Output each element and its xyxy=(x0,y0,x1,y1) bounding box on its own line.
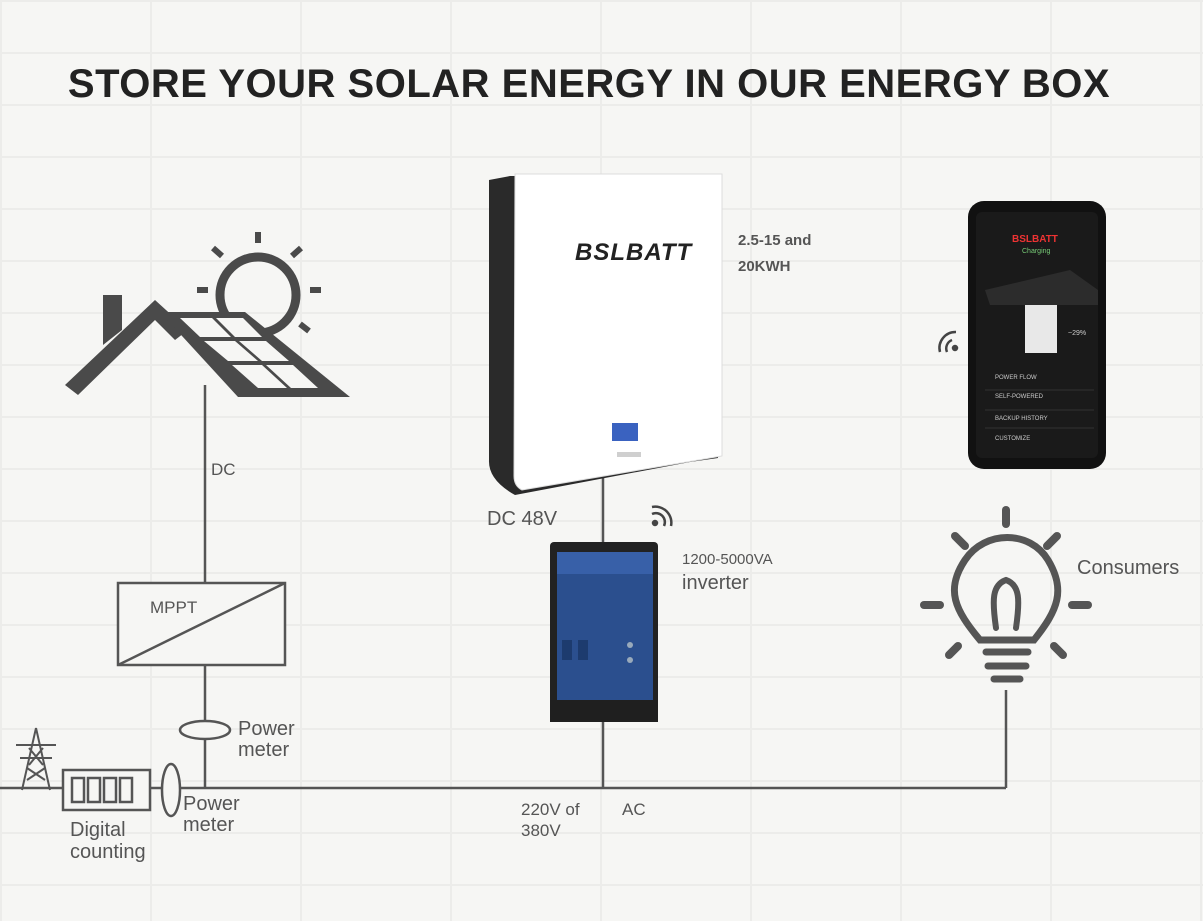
wifi-icon xyxy=(651,505,673,527)
power-meter-2-ellipse xyxy=(160,762,182,818)
phone-percent: ~29% xyxy=(1068,330,1087,337)
battery-display xyxy=(612,423,638,441)
pylon-icon xyxy=(16,727,56,791)
mppt-label: MPPT xyxy=(150,598,198,617)
inverter-rating-label: 1200-5000VA xyxy=(682,551,773,568)
phone-menu-customize[interactable]: CUSTOMIZE xyxy=(995,436,1031,442)
consumers-label: Consumers xyxy=(1077,557,1180,579)
digital-counter-icon xyxy=(61,768,152,812)
light-bulb-icon xyxy=(920,506,1092,683)
digital-counting-line2: counting xyxy=(70,841,146,863)
phone-device xyxy=(968,201,1106,469)
inverter-device xyxy=(550,542,658,722)
page-title: STORE YOUR SOLAR ENERGY IN OUR ENERGY BO… xyxy=(67,62,1111,106)
house-icon xyxy=(65,295,188,395)
ac-label: AC xyxy=(622,800,646,819)
battery-brand: BSLBATT xyxy=(575,239,693,266)
battery-capacity-line1: 2.5-15 and xyxy=(738,232,812,249)
digital-counting-line1: Digital xyxy=(70,819,126,841)
phone-brand: BSLBATT xyxy=(1012,234,1058,245)
voltage-label-line1: 220V of xyxy=(521,800,580,819)
inverter-name-label: inverter xyxy=(682,572,749,594)
dc-label: DC xyxy=(211,460,236,479)
power-meter-ellipse xyxy=(178,719,232,741)
phone-menu-self-powered[interactable]: SELF-POWERED xyxy=(995,394,1044,400)
voltage-label-line2: 380V xyxy=(521,821,561,840)
phone-wifi-icon xyxy=(938,330,959,353)
solar-panel-icon xyxy=(160,312,350,397)
phone-menu-backup-history[interactable]: BACKUP HISTORY xyxy=(995,416,1048,422)
battery-voltage-label: DC 48V xyxy=(487,508,558,530)
power-meter-label-line1: Power xyxy=(238,718,295,740)
battery-unit xyxy=(488,173,723,495)
battery-capacity-line2: 20KWH xyxy=(738,258,791,275)
power-meter-label-line2: meter xyxy=(238,739,290,761)
mppt-box xyxy=(116,581,287,667)
power-meter-2-label-line2: meter xyxy=(183,814,235,836)
phone-menu-power-flow[interactable]: POWER FLOW xyxy=(995,375,1037,381)
power-meter-2-label-line1: Power xyxy=(183,793,240,815)
phone-status: Charging xyxy=(1022,248,1051,255)
